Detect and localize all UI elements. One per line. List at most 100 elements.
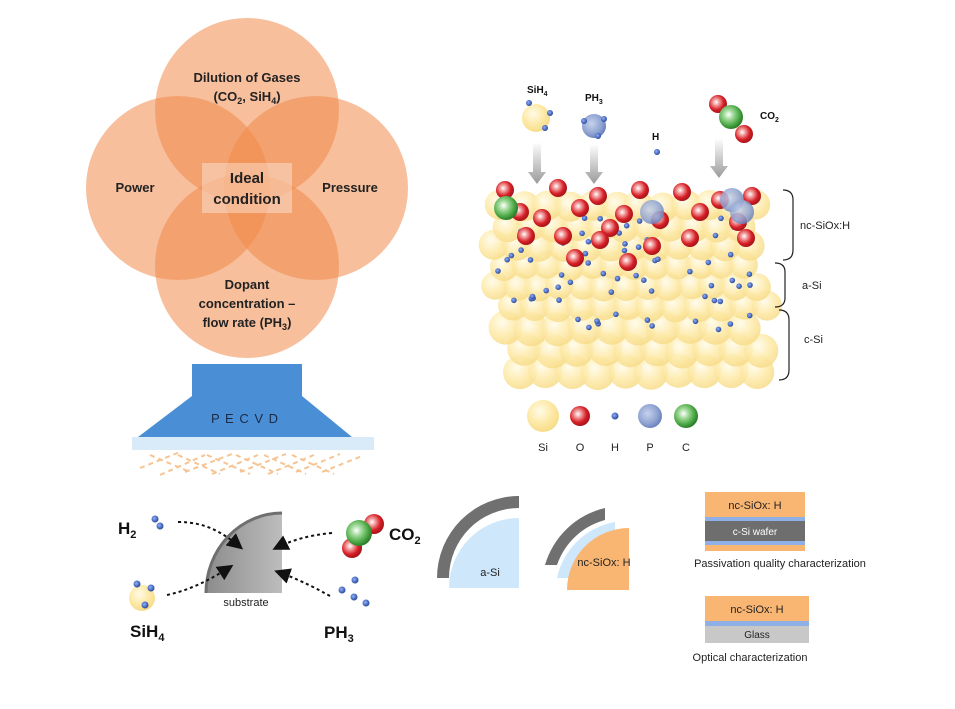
h-atom xyxy=(692,318,699,325)
si-atom xyxy=(492,212,523,243)
venn-diagram: Dilution of Gases (CO2, SiH4) Power Pres… xyxy=(86,18,408,358)
ph3-molecule xyxy=(338,576,370,607)
sih4-molecule xyxy=(129,580,155,611)
h-atom xyxy=(579,230,585,237)
coating-nc-siox: nc-SiOx: H xyxy=(545,508,631,590)
h-atom xyxy=(655,256,661,263)
coating-a-si: a-Si xyxy=(437,496,519,588)
precursor-label-h: H xyxy=(652,132,659,143)
h-atom xyxy=(736,283,742,290)
venn-label-bottom-line3: flow rate (PH3) xyxy=(203,315,292,332)
p-atom xyxy=(640,200,664,224)
legend-swatch-o xyxy=(570,406,590,426)
pecvd-plate xyxy=(132,437,374,450)
h-atom xyxy=(527,257,534,263)
venn-circle-bottom xyxy=(155,174,339,358)
substrate-label: substrate xyxy=(223,597,268,609)
atom-legend: Si O H P C xyxy=(527,400,698,454)
h-atom xyxy=(621,247,628,254)
h-atom xyxy=(504,256,511,263)
h-atom xyxy=(622,241,628,247)
si-atom xyxy=(635,291,666,322)
pecvd-chamber: P E C V D xyxy=(132,364,374,476)
venn-label-top-line2: (CO2, SiH4) xyxy=(213,89,280,106)
layer-brackets xyxy=(774,189,794,381)
si-atom xyxy=(540,312,575,347)
h-atom xyxy=(556,297,562,303)
venn-label-left: Power xyxy=(115,180,154,195)
o-atom xyxy=(517,227,535,245)
precursor-label-ph3: PH3 xyxy=(585,93,603,106)
h-atom xyxy=(644,317,651,323)
optical-stack: nc-SiOx: H Glass Optical characterizatio… xyxy=(693,596,809,664)
o-atom xyxy=(571,199,589,217)
h-atom xyxy=(712,232,719,239)
si-atom xyxy=(490,253,518,281)
h-atom xyxy=(586,324,592,331)
si-atom xyxy=(654,272,683,301)
h-atom xyxy=(702,293,708,300)
c-atom xyxy=(494,196,518,220)
optical-top-label: nc-SiOx: H xyxy=(730,604,783,616)
pecvd-top-block xyxy=(192,364,302,396)
optical-glass-label: Glass xyxy=(744,630,770,641)
h-atom xyxy=(633,272,639,279)
gas-label-ph3: PH3 xyxy=(324,623,354,645)
h-atom xyxy=(641,277,647,284)
si-atom xyxy=(702,212,732,243)
legend-swatch-si xyxy=(527,400,559,432)
o-atom xyxy=(681,229,699,247)
h-atom xyxy=(543,287,549,294)
h-atom xyxy=(567,279,574,286)
o-atom xyxy=(591,231,609,249)
o-atom xyxy=(566,249,584,267)
h-atom xyxy=(495,268,501,274)
h-atom xyxy=(636,218,643,224)
h-atom xyxy=(555,284,561,291)
o-atom xyxy=(673,183,691,201)
h-atom xyxy=(705,259,712,266)
o-atom xyxy=(615,205,633,223)
o-atom xyxy=(589,187,607,205)
h-atom xyxy=(581,215,588,221)
venn-label-right: Pressure xyxy=(322,180,378,195)
o-atom xyxy=(691,203,709,221)
h-atom xyxy=(600,270,607,277)
venn-label-bottom-line2: concentration – xyxy=(199,296,296,311)
o-atom xyxy=(496,181,514,199)
legend-label-h: H xyxy=(611,442,619,454)
h-atom xyxy=(597,215,603,222)
layer-label-c-si: c-Si xyxy=(804,334,823,346)
h-atom xyxy=(727,321,734,327)
legend-label-p: P xyxy=(646,442,653,454)
passivation-caption: Passivation quality characterization xyxy=(694,558,866,570)
gas-label-h2: H2 xyxy=(118,519,136,541)
h-atom xyxy=(585,238,592,245)
precursor-label-co2: CO2 xyxy=(760,111,779,124)
surface-atom-field xyxy=(494,179,761,271)
si-atom xyxy=(742,273,771,302)
h-atom xyxy=(623,222,630,229)
o-atom xyxy=(631,181,649,199)
o-atom xyxy=(554,227,572,245)
pecvd-label: P E C V D xyxy=(211,411,279,426)
si-atom xyxy=(504,272,533,301)
o-atom xyxy=(743,187,761,205)
h-atom xyxy=(582,250,589,257)
si-atom-field xyxy=(478,189,782,391)
gas-label-co2: CO2 xyxy=(389,525,421,547)
co2-molecule xyxy=(342,514,384,558)
pecvd-body xyxy=(138,396,352,437)
si-atom xyxy=(721,272,750,301)
precursor-h: H xyxy=(652,132,660,155)
layer-label-a-si: a-Si xyxy=(802,280,822,292)
h-atom xyxy=(746,271,753,278)
si-atom xyxy=(726,311,761,346)
deposition-arrows xyxy=(528,138,728,184)
h-atom xyxy=(508,252,515,259)
plasma-glow xyxy=(139,451,363,476)
h-atom xyxy=(729,277,736,284)
passivation-wafer-label: c-Si wafer xyxy=(733,527,778,538)
o-atom xyxy=(601,219,619,237)
h-atom xyxy=(648,288,655,294)
